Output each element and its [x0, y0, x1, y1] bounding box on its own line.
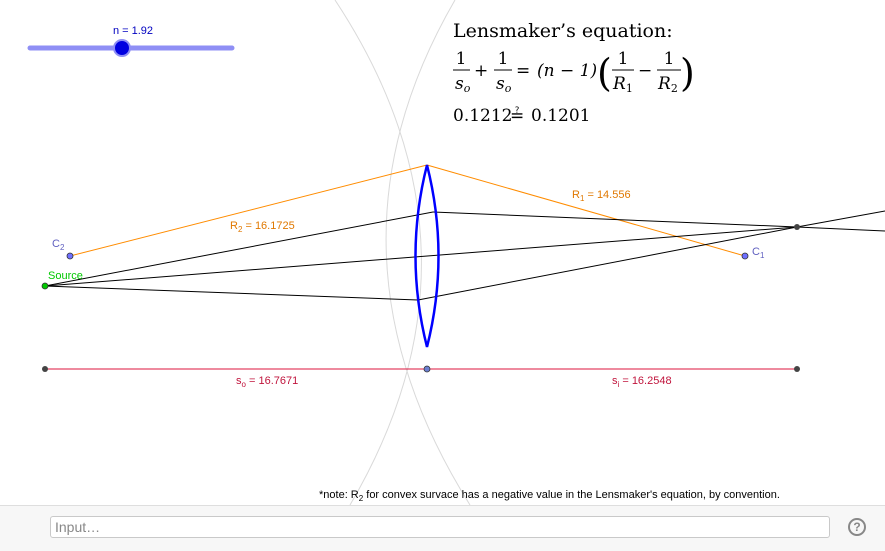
source-point[interactable]	[41, 282, 49, 290]
so-label: so = 16.7671	[236, 375, 298, 389]
frac4-denominator: R2	[657, 74, 678, 95]
frac3-denominator: R1	[612, 74, 633, 95]
lens-center-point[interactable]	[423, 365, 431, 373]
source-label: Source	[48, 270, 83, 282]
biconvex-lens[interactable]	[414, 164, 440, 348]
equation-title: Lensmaker’s equation:	[453, 20, 673, 42]
lhs-value: 0.1212	[453, 106, 512, 126]
help-icon[interactable]: ?	[848, 518, 866, 536]
ray-ext-2	[796, 226, 885, 232]
guide-arc-left	[334, 0, 422, 505]
compare-symbol: ≟	[510, 106, 524, 126]
big-paren-right: )	[680, 51, 695, 95]
center-c2-point[interactable]	[66, 252, 74, 260]
n-slider-label: n = 1.92	[113, 25, 153, 37]
frac4-numerator: 1	[664, 49, 675, 69]
frac2-denominator: so	[496, 74, 512, 95]
si-label: si = 16.2548	[612, 375, 672, 389]
image-distance-endpoint[interactable]	[794, 366, 800, 372]
big-paren-left: (	[597, 51, 612, 95]
frac3-numerator: 1	[618, 49, 629, 69]
ray-bottom-out	[417, 226, 798, 301]
object-distance-endpoint[interactable]	[42, 366, 48, 372]
ray-bottom-in	[44, 285, 419, 301]
plus-sign: +	[474, 61, 488, 81]
r2-line[interactable]	[69, 164, 428, 257]
ray-top-in	[44, 211, 434, 287]
construction-canvas[interactable]: n = 1.92 Lensmaker’s equation: 1 so + 1 …	[0, 0, 885, 505]
rhs-value: 0.1201	[531, 106, 590, 126]
ray-center	[44, 226, 798, 287]
ray-bundle	[44, 210, 885, 301]
n-slider-knob[interactable]	[113, 39, 131, 57]
c1-label: C1	[752, 246, 765, 260]
frac1-denominator: so	[455, 74, 471, 95]
r1-label: R1 = 14.556	[572, 189, 631, 203]
minus-sign: −	[638, 61, 652, 81]
c2-label: C2	[52, 238, 65, 252]
r2-label: R2 = 16.1725	[230, 220, 295, 234]
frac1-numerator: 1	[456, 49, 467, 69]
input-bar: ?	[0, 505, 885, 551]
guide-arc-right	[385, 0, 471, 505]
ray-top-out	[432, 211, 798, 228]
center-c1-point[interactable]	[741, 252, 749, 260]
n-minus-one: (n − 1)	[537, 61, 597, 81]
ray-ext-1	[796, 210, 885, 228]
frac2-numerator: 1	[498, 49, 509, 69]
r1-line[interactable]	[426, 164, 746, 257]
convention-note: *note: R2 for convex survace has a negat…	[319, 489, 780, 503]
image-point[interactable]	[794, 224, 800, 230]
lensmaker-formula: 1 so + 1 so = (n − 1) ( 1 R1 − 1 R2 )	[453, 49, 695, 95]
algebra-input-field[interactable]	[50, 516, 830, 538]
equals-sign: =	[516, 61, 530, 81]
